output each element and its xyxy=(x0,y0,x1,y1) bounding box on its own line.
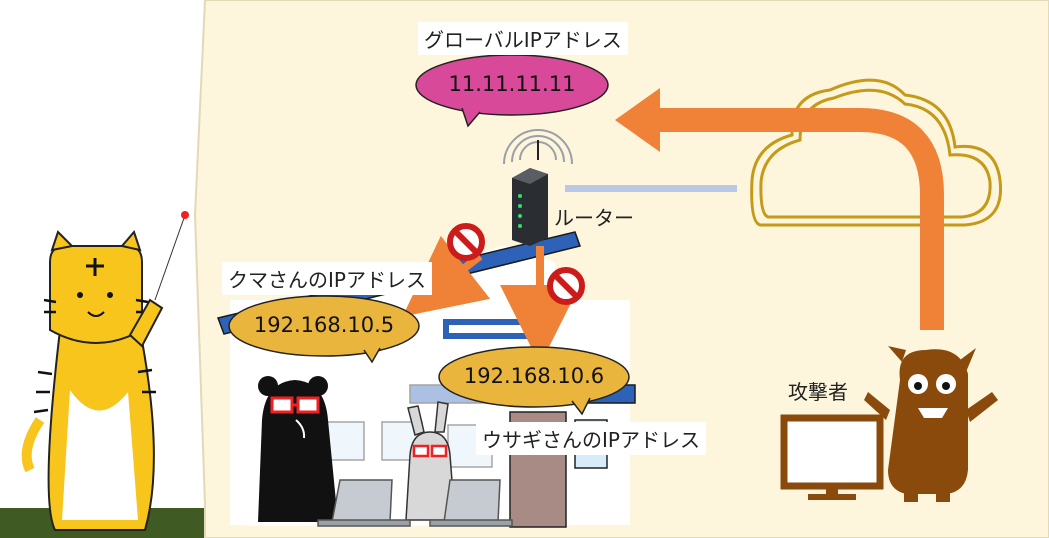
global-ip-value: 11.11.11.11 xyxy=(448,72,576,96)
kuma-ip-title: クマさんのIPアドレス xyxy=(222,262,432,295)
router-icon xyxy=(512,140,548,246)
tiger-icon xyxy=(21,230,164,531)
attacker-monster-icon xyxy=(864,346,998,502)
global-ip-title: グローバルIPアドレス xyxy=(418,22,628,55)
rabbit-icon xyxy=(405,401,456,521)
connection-line xyxy=(565,185,737,192)
prohibited-icon xyxy=(447,223,485,261)
cloud-icon xyxy=(750,78,1003,227)
pointer-stick-icon xyxy=(152,211,189,301)
usagi-ip-title: ウサギさんのIPアドレス xyxy=(476,422,706,455)
attack-arrow-head xyxy=(615,88,660,152)
blocked-arrow-kuma xyxy=(402,235,491,317)
bear-icon xyxy=(258,376,338,522)
kuma-ip-value: 192.168.10.5 xyxy=(253,313,395,337)
kuma-ip-bubble xyxy=(228,295,420,364)
prohibited-icon xyxy=(547,267,585,305)
attacker-label: 攻撃者 xyxy=(788,380,848,404)
usagi-ip-value: 192.168.10.6 xyxy=(463,364,605,388)
laptop-icon xyxy=(429,479,513,527)
router-label: ルーター xyxy=(554,206,634,230)
monitor-icon xyxy=(780,414,884,500)
global-ip-bubble xyxy=(415,54,609,128)
usagi-ip-bubble xyxy=(438,346,630,416)
attack-arrow xyxy=(650,108,944,330)
laptop-icon xyxy=(317,479,411,527)
